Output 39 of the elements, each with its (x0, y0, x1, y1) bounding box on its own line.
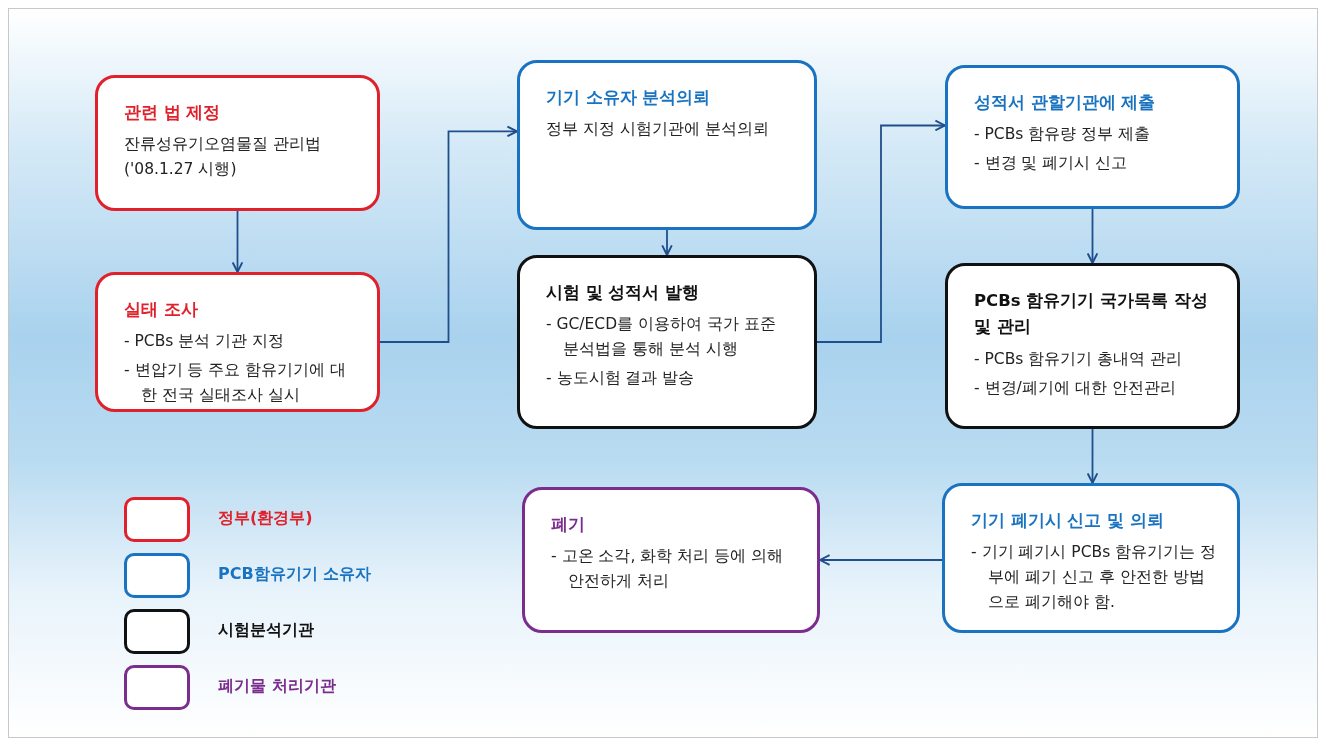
body-text: - 고온 소각, 화학 처리 등에 의해 안전하게 처리 (551, 546, 785, 593)
process-box (942, 483, 1240, 633)
process-box (95, 75, 380, 211)
arrow (1086, 208, 1099, 264)
legend-text: PCB함유기기 소유자 (218, 564, 372, 585)
process-box (945, 263, 1240, 429)
body-text: 잔류성유기오염물질 관리법 ('08.1.27 시행) (124, 134, 322, 181)
heading-text: 성적서 관할기관에 제출 (974, 92, 1157, 114)
legend-text: 시험분석기관 (218, 620, 314, 641)
body-text: - PCBs 함유량 정부 제출 (974, 124, 1152, 146)
body-text: - PCBs 함유기기 총내역 관리 (974, 348, 1184, 370)
heading-text: 시험 및 성적서 발행 (546, 282, 701, 304)
heading-text: 관련 법 제정 (124, 102, 222, 124)
heading-text: 기기 소유자 분석의뢰 (546, 87, 712, 109)
process-box (945, 65, 1240, 209)
arrow (819, 554, 943, 566)
body-text: - 변경/폐기에 대한 안전관리 (974, 377, 1177, 399)
arrow (1086, 428, 1099, 484)
arrow (231, 210, 244, 273)
arrow (661, 229, 673, 256)
heading-text: PCBs 함유기기 국가목록 작성 및 관리 (974, 290, 1209, 339)
legend-text: 정부(환경부) (218, 508, 313, 529)
body-text: - 기기 폐기시 PCBs 함유기기는 정부에 폐기 신고 후 안전한 방법으로 폐기해야 함. (971, 542, 1217, 613)
body-text: - 농도시험 결과 발송 (546, 368, 696, 389)
heading-text: 기기 폐기시 신고 및 의뢰 (971, 510, 1165, 532)
arrow (379, 125, 518, 343)
process-box (522, 487, 820, 633)
body-text: - 변경 및 폐기시 신고 (974, 153, 1129, 175)
legend-text: 폐기물 처리기관 (218, 676, 336, 697)
body-text: - PCBs 분석 기관 지정 (124, 331, 286, 353)
body-text: 정부 지정 시험기관에 분석의뢰 (546, 119, 770, 141)
arrow (816, 119, 946, 343)
body-text: - GC/ECD를 이용하여 국가 표준 분석법을 통해 분석 시행 (546, 314, 777, 361)
process-box (517, 60, 817, 230)
body-text: - 변압기 등 주요 함유기기에 대한 전국 실태조사 실시 (124, 360, 348, 406)
process-box (517, 255, 817, 429)
process-box (95, 272, 380, 412)
heading-text: 폐기 (551, 514, 586, 536)
heading-text: 실태 조사 (124, 299, 199, 321)
